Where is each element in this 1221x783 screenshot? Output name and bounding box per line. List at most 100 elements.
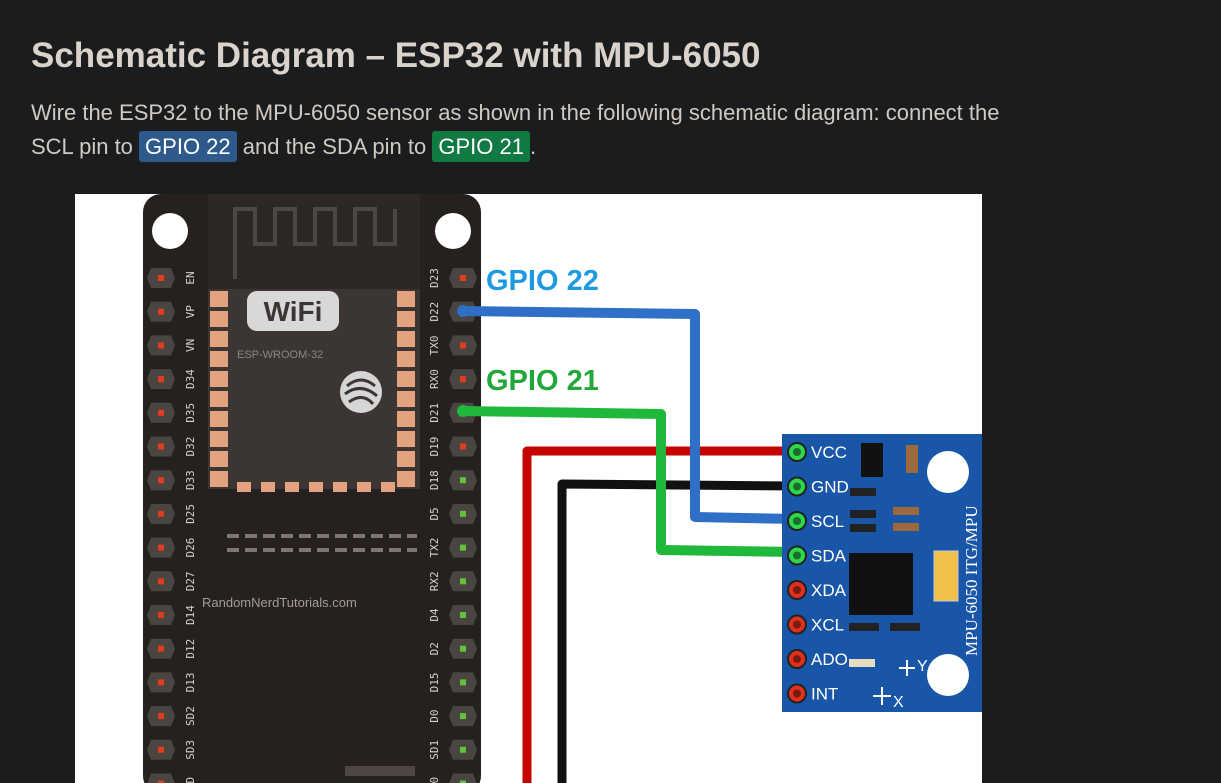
d22-wire-end (457, 305, 469, 317)
mpu-board-label: MPU-6050 ITG/MPU (962, 505, 981, 656)
mpu-pin-label: SDA (811, 547, 847, 566)
right-pin-dot (460, 443, 466, 450)
mount-hole-top-right (435, 213, 471, 249)
espressif-swirl (344, 378, 378, 406)
right-pin-label: D18 (428, 470, 441, 490)
left-pin-dot (158, 342, 164, 349)
module-pads (210, 291, 415, 492)
left-pin-dot (158, 713, 164, 720)
intro-text-3: . (529, 134, 537, 159)
left-pin-label: D32 (184, 437, 197, 457)
left-pin-label: D35 (184, 403, 197, 423)
left-pin-label: D26 (184, 538, 197, 558)
left-pin-dot (158, 510, 164, 517)
mpu-pin-label: SCL (811, 512, 844, 531)
left-pin-label: SD3 (184, 740, 197, 760)
right-pin-label: D15 (428, 672, 441, 692)
schematic-figure: WiFi ESP-WROOM-32 RandomNerdTutorials.co… (75, 194, 982, 783)
right-pin-dot (460, 612, 466, 618)
gpio22-tag: GPIO 22 (139, 131, 237, 162)
right-pin-label: D5 (428, 507, 441, 520)
mpu-pin-hole (793, 448, 801, 456)
axis-x-label: X (893, 694, 904, 711)
right-pin-label: D23 (428, 268, 441, 288)
d21-wire-end (457, 405, 469, 417)
scl-wire (462, 306, 798, 524)
mpu-pin-label: VCC (811, 443, 847, 462)
mount-hole-top-left (152, 213, 188, 249)
gnd-wire (557, 479, 798, 783)
intro-paragraph: Wire the ESP32 to the MPU-6050 sensor as… (31, 96, 1041, 164)
mpu-pin-label: ADO (811, 650, 848, 669)
left-pin-header: ENVPVND34D35D32D33D25D26D27D14D12D13SD2S… (147, 268, 197, 783)
left-pin-dot (158, 612, 164, 618)
left-pin-label: D14 (184, 605, 197, 625)
left-pin-label: VN (184, 339, 197, 352)
left-pin-label: MD (184, 777, 197, 783)
left-pin-dot (158, 477, 164, 484)
left-pin-label: D13 (184, 672, 197, 692)
intro-text-1: Wire the ESP32 to the MPU-6050 sensor as… (31, 100, 1000, 159)
wifi-logo-text: WiFi (264, 296, 323, 327)
right-pin-pad (449, 773, 477, 783)
right-pin-label: D21 (428, 403, 441, 423)
mpu-pin-label: XDA (811, 581, 847, 600)
right-pin-label: D22 (428, 302, 441, 322)
right-pin-label: TX2 (428, 538, 441, 558)
wifi-logo (247, 291, 339, 331)
smd-components (849, 445, 920, 667)
left-pin-pad (147, 773, 175, 783)
gpio22-wire-label: GPIO 22 (486, 265, 599, 297)
left-pin-label: D27 (184, 571, 197, 591)
left-pin-dot (158, 308, 164, 315)
left-pin-label: SD2 (184, 706, 197, 726)
right-pin-label: TX0 (428, 335, 441, 355)
right-pin-label: RX0 (428, 369, 441, 389)
bottom-chip (345, 766, 415, 776)
mpu-pin-hole (793, 517, 801, 525)
right-pin-dot (460, 275, 466, 281)
crystal (933, 550, 959, 602)
mpu-pin-hole (793, 586, 801, 594)
left-pin-dot (158, 780, 164, 783)
intro-text-2: and the SDA pin to (242, 134, 427, 159)
mpu-mount-hole-top (927, 451, 969, 493)
right-pin-dot (460, 746, 466, 753)
mpu-pin-hole (793, 551, 801, 560)
axis-y-label: Y (917, 658, 928, 675)
right-pin-label: D2 (428, 642, 441, 655)
right-pin-dot (460, 780, 466, 783)
mpu-pin-label: GND (811, 478, 849, 497)
mpu-mount-hole-bottom (927, 654, 969, 696)
schematic-svg: WiFi ESP-WROOM-32 RandomNerdTutorials.co… (143, 194, 982, 783)
mpu-pin-label: XCL (811, 616, 844, 635)
left-pin-dot (158, 409, 164, 416)
right-pin-dot (460, 376, 466, 383)
right-pin-dot (460, 578, 466, 585)
axis-icon (873, 660, 915, 705)
page-title: Schematic Diagram – ESP32 with MPU-6050 (31, 36, 761, 75)
right-pin-dot (460, 713, 466, 720)
right-pin-dot (460, 544, 466, 551)
regulator (861, 443, 883, 477)
mpu-pin-hole (793, 689, 801, 698)
right-pin-label: D0 (428, 709, 441, 722)
board-dashes (227, 534, 417, 552)
right-pin-dot (460, 645, 466, 652)
right-pin-label: SD1 (428, 740, 441, 760)
left-pin-dot (158, 645, 164, 652)
right-pin-dot (460, 510, 466, 517)
right-pin-label: D19 (428, 437, 441, 457)
right-pin-dot (460, 342, 466, 349)
right-pin-dot (460, 679, 466, 686)
left-pin-label: D34 (184, 369, 197, 389)
left-pin-label: D33 (184, 470, 197, 490)
left-pin-label: VP (184, 305, 197, 319)
gpio21-tag: GPIO 21 (432, 131, 530, 162)
gpio21-wire-label: GPIO 21 (486, 365, 599, 397)
right-pin-label: RX2 (428, 571, 441, 591)
left-pin-label: EN (184, 271, 197, 284)
left-pin-dot (158, 746, 164, 753)
mpu-pin-hole (793, 482, 801, 491)
